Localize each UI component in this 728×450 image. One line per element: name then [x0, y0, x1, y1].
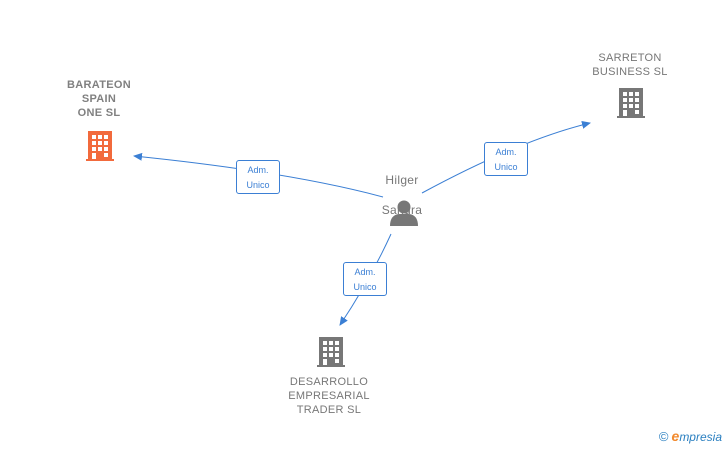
node-label-center[interactable]: Hilger Sandra: [364, 158, 440, 218]
edge-label-sarreton: Adm. Unico: [484, 142, 528, 176]
edge-label-desarrollo: Adm. Unico: [343, 262, 387, 296]
building-icon: [617, 88, 645, 118]
person-first-name: Hilger: [385, 173, 419, 187]
building-icon: [86, 131, 114, 161]
building-icon: [317, 337, 345, 367]
brand-watermark: ©empresia: [659, 428, 722, 444]
node-label-desarrollo[interactable]: DESARROLLO EMPRESARIAL TRADER SL: [288, 376, 370, 416]
brand-name: mpresia: [679, 430, 722, 444]
copyright-symbol: ©: [658, 429, 669, 444]
node-label-sarreton[interactable]: SARRETON BUSINESS SL: [592, 52, 668, 78]
edge-label-barateon: Adm. Unico: [236, 160, 280, 194]
person-icon: [390, 200, 418, 226]
person-last-name: Sandra: [381, 203, 423, 217]
brand-logo-initial: e: [671, 428, 680, 444]
node-label-barateon[interactable]: BARATEON SPAIN ONE SL: [67, 79, 131, 119]
